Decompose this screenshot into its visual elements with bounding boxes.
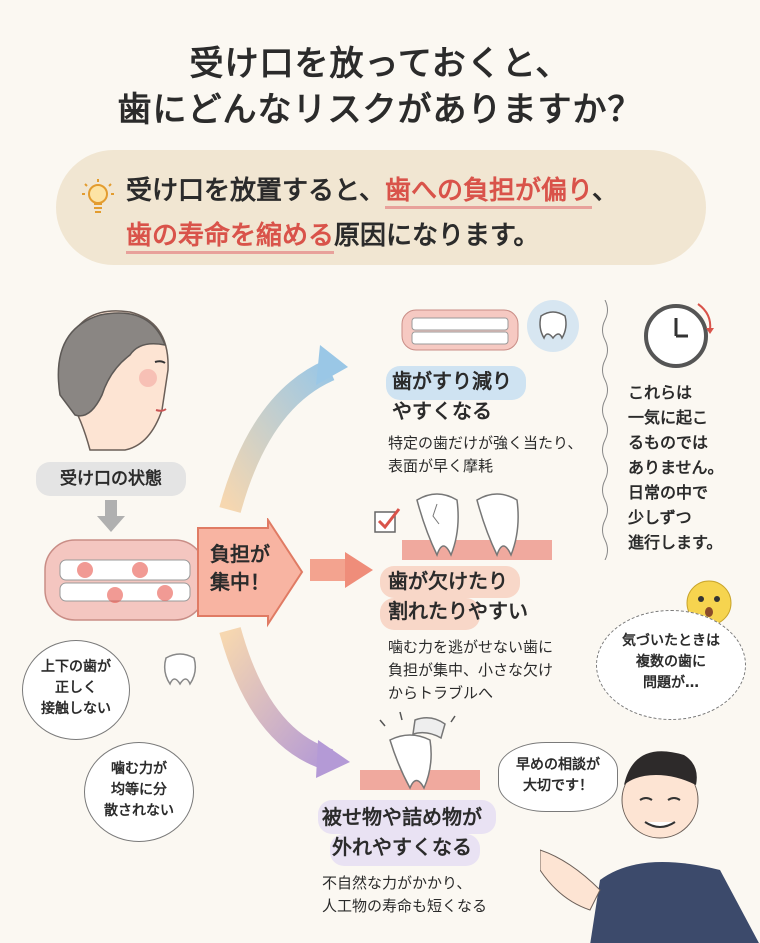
worn-teeth-illustration bbox=[401, 309, 519, 351]
banner-line-1: 受け口を放置すると、歯への負担が偏り、 bbox=[126, 170, 618, 209]
title-line-1: 受け口を放っておくと、 bbox=[189, 44, 571, 84]
summary-banner bbox=[56, 150, 706, 265]
bubble-contact: 上下の歯が 正しく 接触しない bbox=[22, 640, 130, 740]
down-arrow-icon bbox=[97, 500, 125, 532]
state-label: 受け口の状態 bbox=[36, 462, 186, 496]
wavy-divider bbox=[602, 300, 608, 560]
risk2-title: 歯が欠けたり 割れたりやすい bbox=[388, 569, 528, 623]
banner-line-2: 歯の寿命を縮める原因になります。 bbox=[126, 215, 539, 254]
title-line-2: 歯にどんなリスクがありますか？ bbox=[117, 90, 643, 130]
cracked-teeth-illustration bbox=[402, 493, 552, 560]
risk3-desc: 不自然な力がかかり、 人工物の寿命も短くなる bbox=[322, 874, 488, 915]
center-arrow-box bbox=[197, 518, 304, 628]
tooth-badge-icon bbox=[527, 300, 579, 352]
doctor-speech-bubble: 早めの相談が 大切です！ bbox=[498, 742, 618, 812]
underbite-teeth-illustration bbox=[44, 539, 206, 621]
risk3-highlight-a bbox=[318, 800, 496, 834]
lightbulb-icon bbox=[82, 179, 114, 213]
doctor-illustration bbox=[540, 751, 759, 943]
flow-arrows bbox=[219, 345, 373, 778]
clock-icon bbox=[644, 303, 714, 368]
bubble-force: 噛む力が 均等に分 散されない bbox=[84, 742, 194, 842]
risk3-title: 被せ物や詰め物が 外れやすくなる bbox=[322, 805, 482, 859]
risk2-desc: 噛む力を逃がせない歯に 負担が集中、小さな欠け からトラブルへ bbox=[388, 638, 554, 702]
person-profile-illustration bbox=[57, 310, 169, 451]
risk2-highlight-a bbox=[380, 566, 520, 598]
small-tooth-icon bbox=[163, 653, 197, 686]
center-label: 負担が 集中！ bbox=[210, 542, 270, 594]
checkbox-icon bbox=[374, 508, 401, 533]
risk1-title: 歯がすり減り やすくなる bbox=[392, 369, 512, 423]
risk2-highlight-b bbox=[380, 598, 480, 630]
risk1-highlight bbox=[386, 366, 526, 400]
side-note: これらは 一気に起こ るものでは ありません。 日常の中で 少しずつ 進行します… bbox=[628, 383, 724, 552]
risk3-highlight-b bbox=[330, 834, 480, 866]
risk1-desc: 特定の歯だけが強く当たり、 表面が早く摩耗 bbox=[388, 434, 583, 475]
thought-bubble: 気づいたときは 複数の歯に 問題が… bbox=[596, 610, 746, 720]
loose-crown-illustration bbox=[360, 711, 480, 790]
